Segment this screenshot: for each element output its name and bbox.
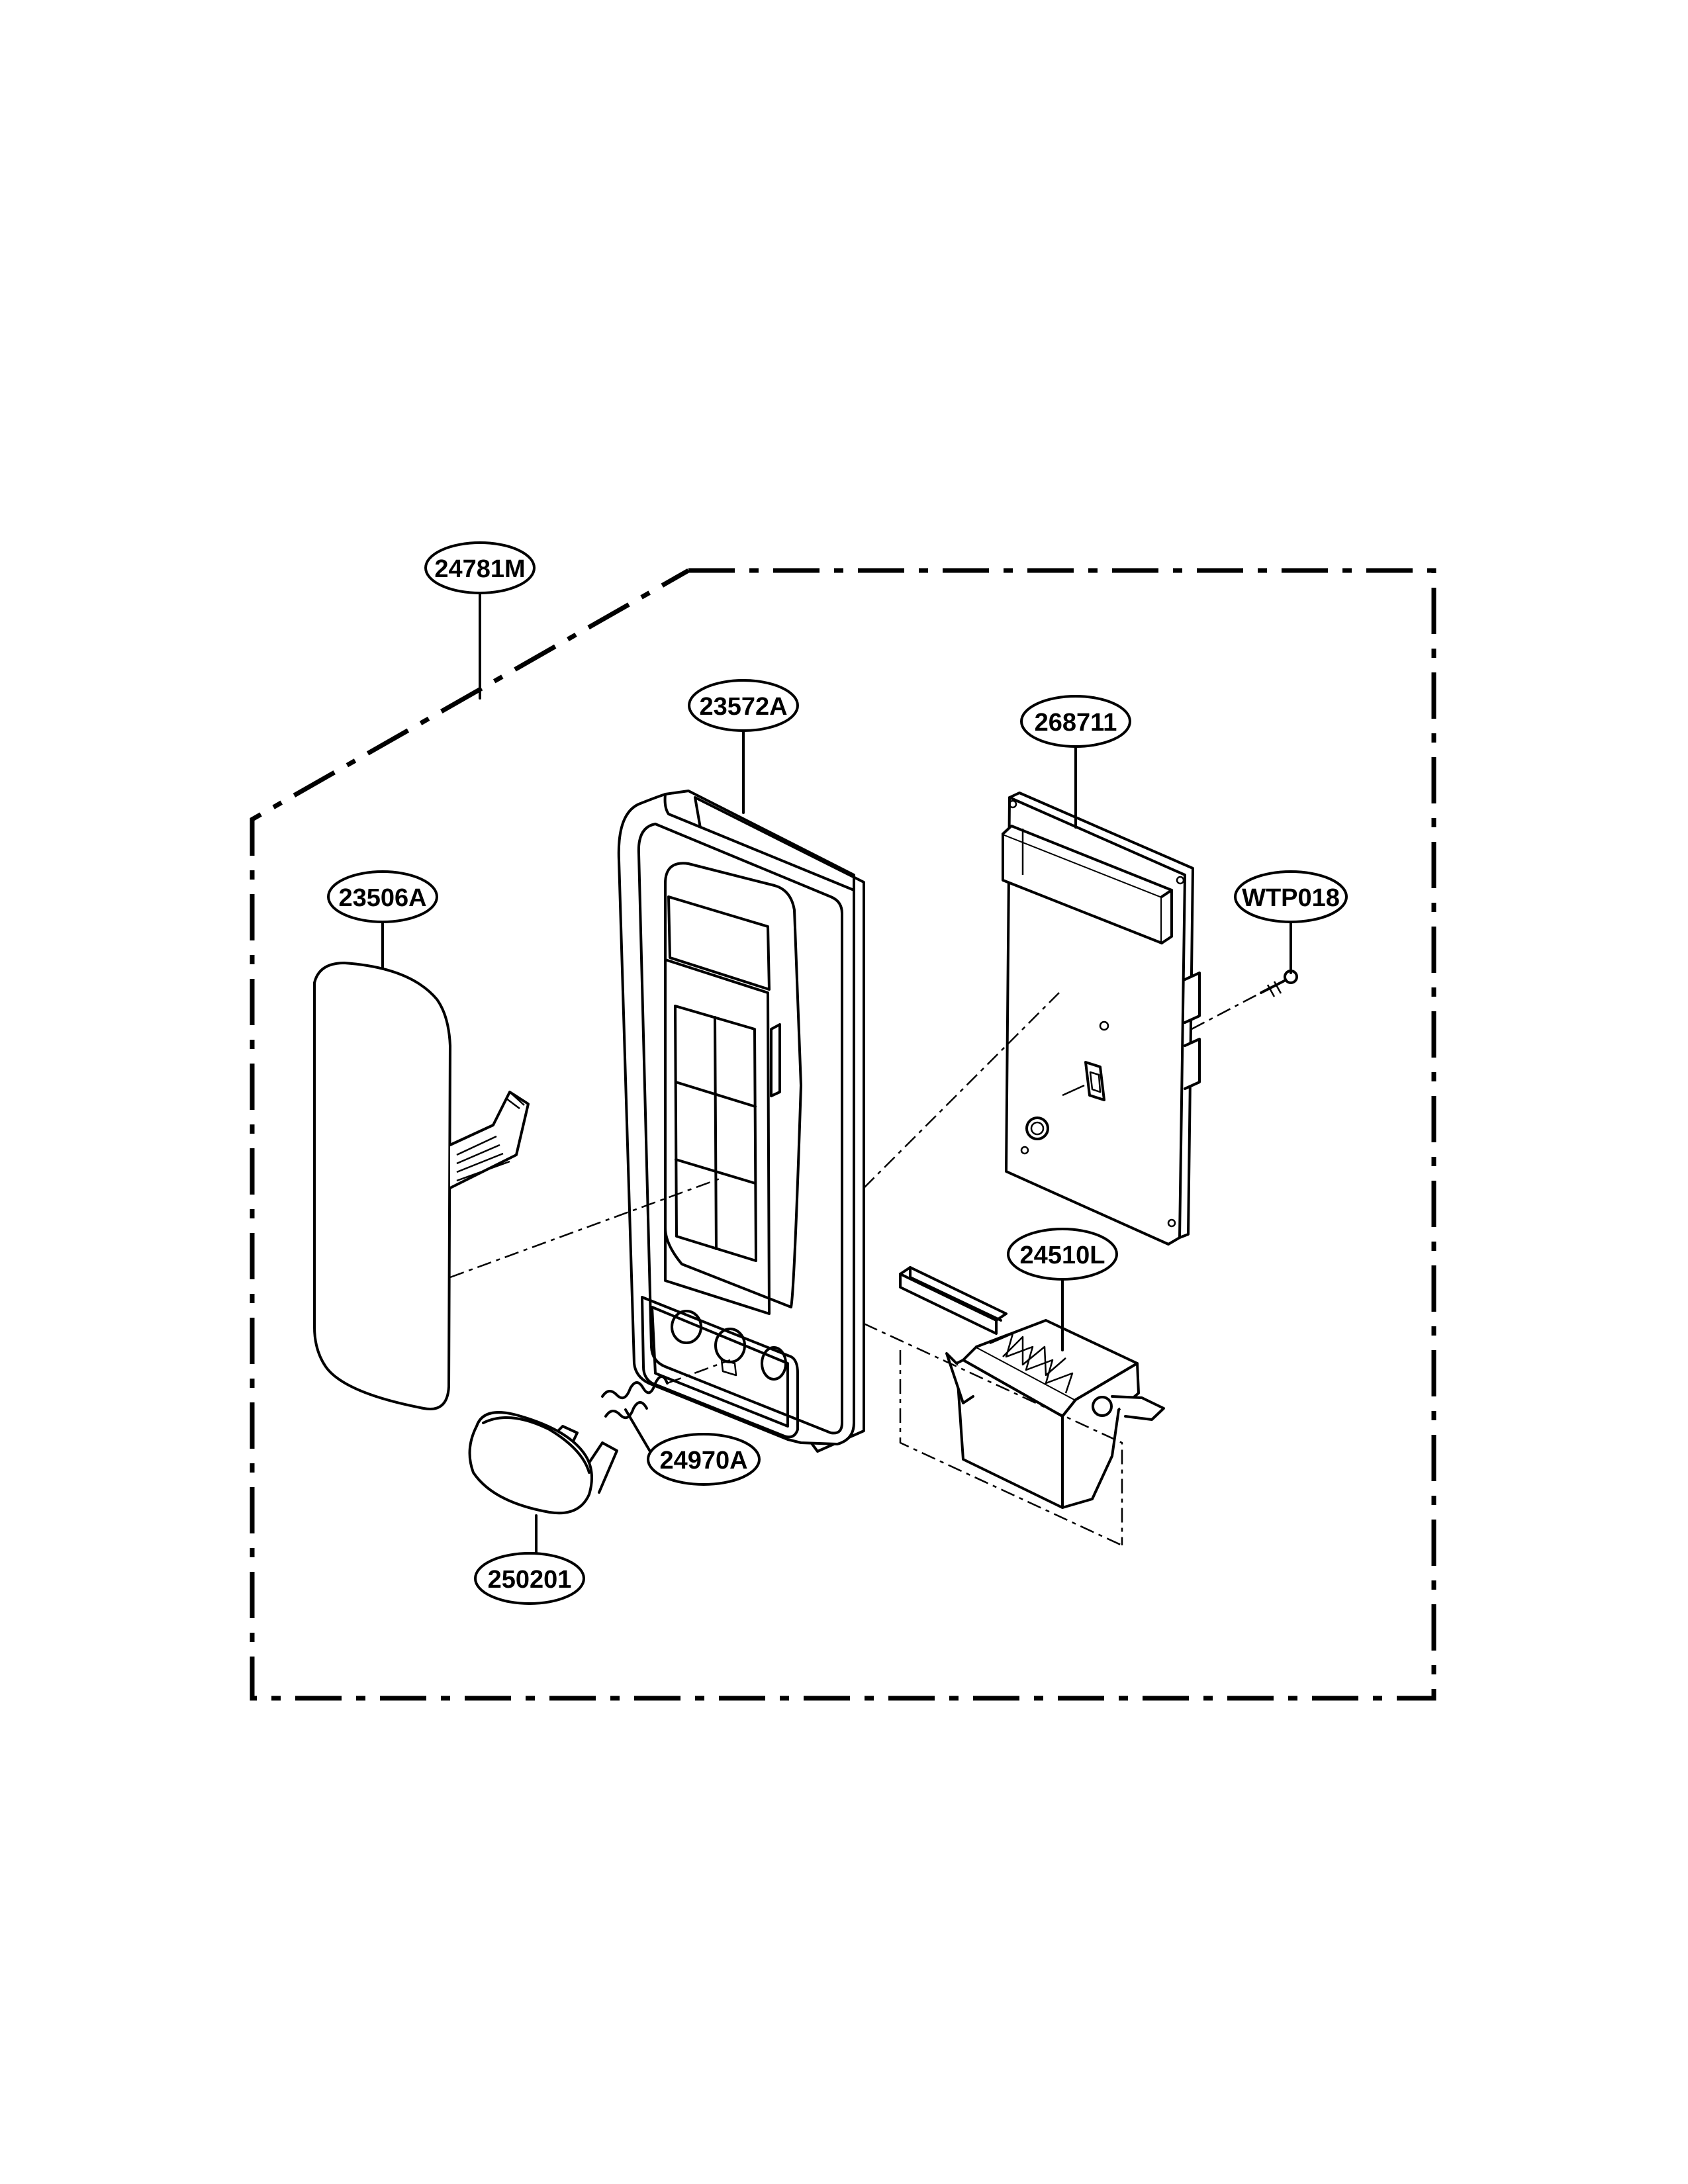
label-panel: 23572A <box>699 693 787 721</box>
label-assembly: 24781M <box>434 555 525 583</box>
assembly-boundary <box>250 568 1436 1701</box>
membrane-keypad <box>313 962 530 1410</box>
label-screw: WTP018 <box>1242 884 1340 912</box>
callout-spring: 24970A <box>647 1433 761 1486</box>
screw-part <box>1260 970 1298 997</box>
callout-assembly: 24781M <box>424 541 536 594</box>
callout-panel: 23572A <box>688 679 799 732</box>
callout-button: 250201 <box>474 1552 585 1605</box>
latch-lever <box>899 1266 1165 1509</box>
label-spring: 24970A <box>659 1447 747 1475</box>
label-button: 250201 <box>488 1566 572 1594</box>
callout-pcb: 268711 <box>1020 695 1131 748</box>
callout-membrane: 23506A <box>327 870 438 923</box>
label-latch: 24510L <box>1020 1242 1105 1269</box>
leader-lines <box>381 593 1292 1557</box>
callout-screw: WTP018 <box>1234 870 1348 923</box>
label-pcb: 268711 <box>1035 709 1117 737</box>
label-membrane: 23506A <box>338 884 426 912</box>
push-button <box>468 1411 618 1515</box>
spring-part <box>601 1375 669 1420</box>
control-panel-frame <box>617 790 865 1453</box>
pcb-board <box>1002 792 1201 1246</box>
callout-latch: 24510L <box>1007 1228 1118 1281</box>
